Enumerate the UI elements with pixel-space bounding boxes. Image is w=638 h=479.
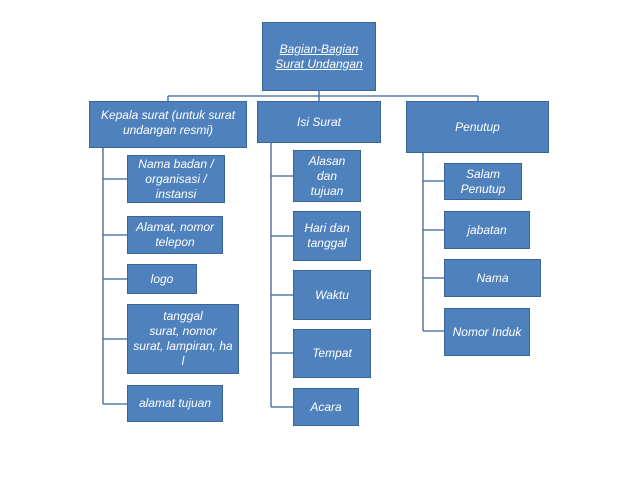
child-node-alasan-tujuan: Alasan dan tujuan xyxy=(293,150,361,202)
child-node-alamat-tujuan: alamat tujuan xyxy=(127,385,223,422)
branch-node-kepala-surat: Kepala surat (untuk surat undangan resmi… xyxy=(89,101,247,148)
root-node: Bagian-Bagian Surat Undangan xyxy=(262,22,376,91)
child-node-waktu: Waktu xyxy=(293,270,371,320)
child-node-tanggal-surat: tanggal surat, nomor surat, lampiran, ha… xyxy=(127,304,239,374)
child-node-salam-penutup: Salam Penutup xyxy=(444,163,522,200)
child-node-nomor-induk: Nomor Induk xyxy=(444,308,530,356)
child-node-logo: logo xyxy=(127,264,197,294)
child-node-alamat-nomor: Alamat, nomor telepon xyxy=(127,216,223,254)
child-node-hari-tanggal: Hari dan tanggal xyxy=(293,211,361,261)
child-node-nama: Nama xyxy=(444,259,541,297)
child-node-jabatan: jabatan xyxy=(444,211,530,249)
branch-node-penutup: Penutup xyxy=(406,101,549,153)
child-node-tempat: Tempat xyxy=(293,329,371,378)
child-node-nama-badan: Nama badan / organisasi / instansi xyxy=(127,155,225,203)
child-node-acara: Acara xyxy=(293,388,359,426)
branch-node-isi-surat: Isi Surat xyxy=(257,101,381,143)
